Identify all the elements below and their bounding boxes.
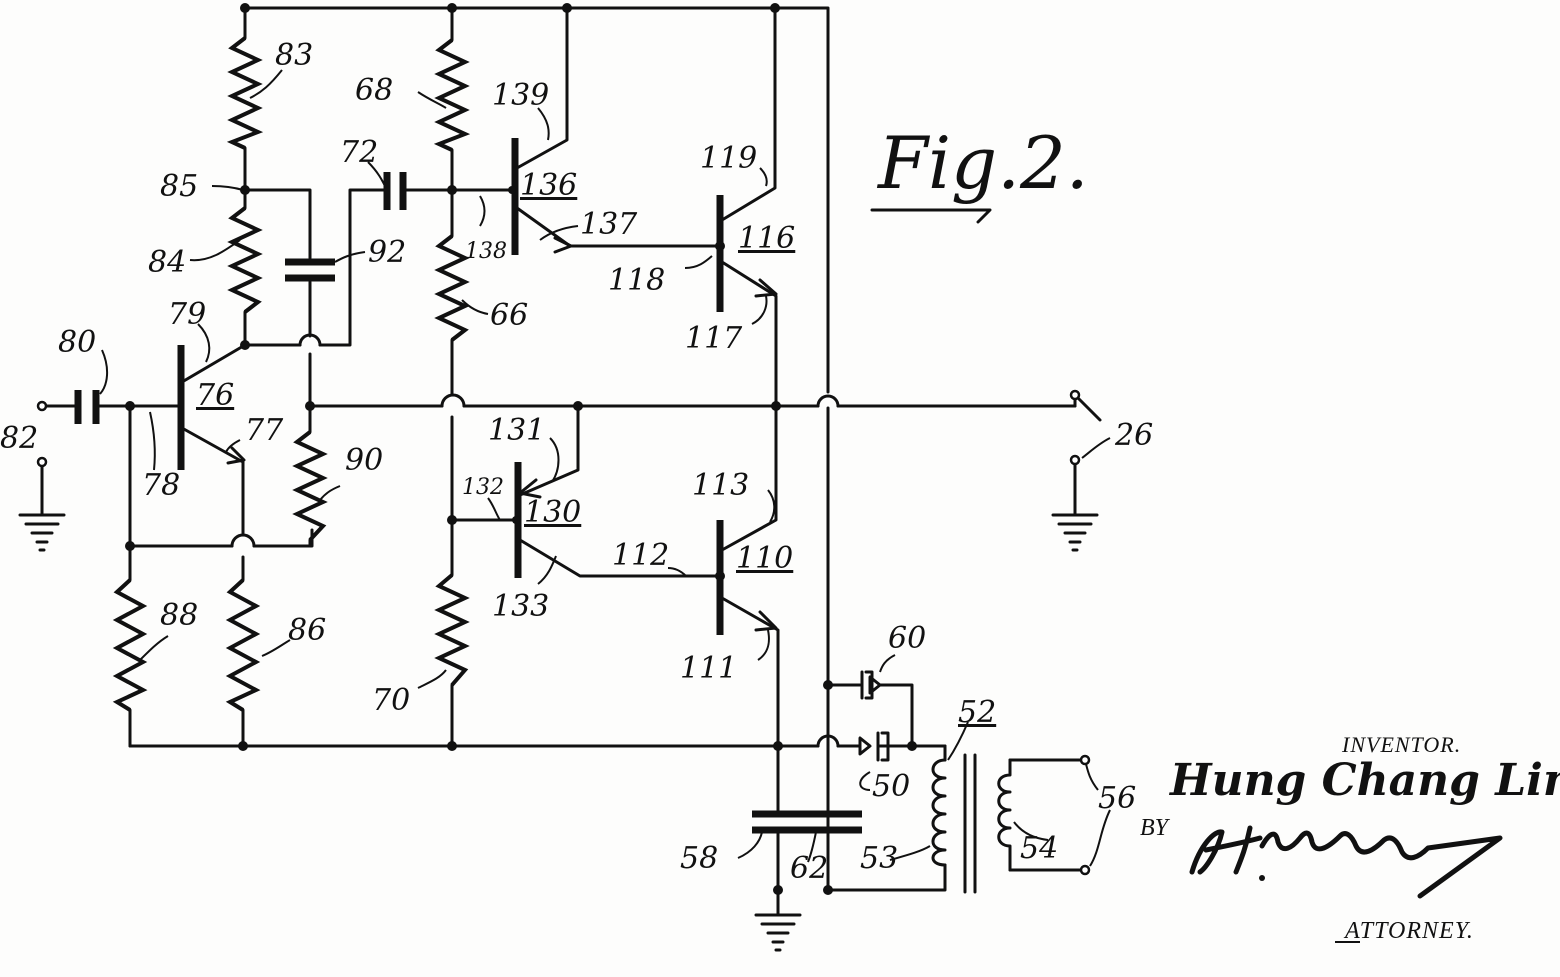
label-86: 86 [288,613,326,648]
label-85: 85 [160,169,198,204]
input-terminal-82-bottom [36,456,48,468]
label-80: 80 [58,325,96,360]
resistor-84 [227,206,263,314]
label-77: 77 [245,413,284,448]
figure-title-underline [870,208,992,224]
resistor-70 [434,573,470,687]
transistor-136 [511,138,573,255]
label-119: 119 [700,141,757,176]
label-136: 136 [520,168,577,203]
resistor-68 [433,38,471,152]
capacitor-80 [74,390,100,424]
resistor-83 [226,36,264,150]
label-83: 83 [275,38,313,73]
attorney-label: ATTORNEY. [1343,918,1474,944]
label-138: 138 [465,239,507,264]
resistor-86 [225,578,261,712]
circuit-wires [40,6,1102,917]
capacitor-92 [285,258,335,282]
transformer-52 [931,753,1012,894]
label-52: 52 [958,695,996,730]
label-111: 111 [680,651,737,686]
capacitor-62 [805,810,862,834]
output-terminal-56-bottom [1079,864,1091,876]
label-54: 54 [1020,831,1058,866]
output-terminal-26-top [1069,389,1081,401]
label-139: 139 [492,78,549,113]
resistors [112,36,471,712]
label-66: 66 [490,298,528,333]
transistors [177,138,778,635]
label-130: 130 [524,495,581,530]
transistor-116 [716,195,778,312]
label-26: 26 [1114,418,1153,453]
label-118: 118 [608,263,665,298]
output-terminal-26-bottom [1069,454,1081,466]
label-131: 131 [488,413,545,448]
secondary-winding-54 [997,758,1012,872]
inventor-name: Hung Chang Lin [1168,755,1560,806]
by-label: BY [1140,815,1171,841]
ground-supply [754,913,802,952]
diodes [858,670,890,762]
terminals [36,389,1091,876]
label-68: 68 [355,73,393,108]
label-116: 116 [738,221,795,256]
label-53: 53 [860,841,898,876]
label-110: 110 [736,541,793,576]
ground-output [1051,513,1099,552]
attorney-signature [1189,825,1503,899]
primary-winding-53 [931,758,947,867]
diode-60 [860,670,882,700]
ground-symbols [18,513,1099,952]
label-58: 58 [680,841,718,876]
label-92: 92 [368,235,406,270]
label-88: 88 [160,598,198,633]
label-70: 70 [372,683,410,718]
label-79: 79 [168,297,206,332]
label-132: 132 [462,475,504,500]
label-72: 72 [340,135,378,170]
output-terminal-56-top [1079,754,1091,766]
label-117: 117 [685,321,743,356]
label-113: 113 [692,468,749,503]
transistor-76 [177,345,246,470]
resistor-66 [434,234,470,342]
leader-lines [99,69,1111,867]
label-82: 82 [0,421,38,456]
capacitor-58 [752,810,805,834]
label-60: 60 [888,621,926,656]
label-112: 112 [612,538,669,573]
resistor-88 [112,578,148,712]
resistor-90 [292,430,328,542]
inventor-label: INVENTOR. [1341,732,1461,757]
label-56: 56 [1098,781,1136,816]
label-50: 50 [872,769,910,804]
input-terminal-82-top [36,400,48,412]
label-137: 137 [580,207,638,242]
reference-numerals: 83 68 139 119 85 72 136 137 116 118 84 9… [0,38,1153,886]
junctions [125,3,917,895]
capacitors [74,172,862,834]
label-62: 62 [790,851,828,886]
label-84: 84 [148,245,186,280]
signature-block: INVENTOR. Hung Chang Lin BY ATTORNEY. [1140,732,1560,944]
diode-50 [858,731,890,762]
label-76: 76 [196,378,234,413]
label-78: 78 [142,468,180,503]
ground-input [18,513,66,552]
figure-title: Fig.2. [876,121,1089,205]
label-133: 133 [492,589,549,624]
figure-title-block: Fig.2. [870,121,1089,224]
capacitor-72 [383,172,407,210]
label-90: 90 [345,443,383,478]
